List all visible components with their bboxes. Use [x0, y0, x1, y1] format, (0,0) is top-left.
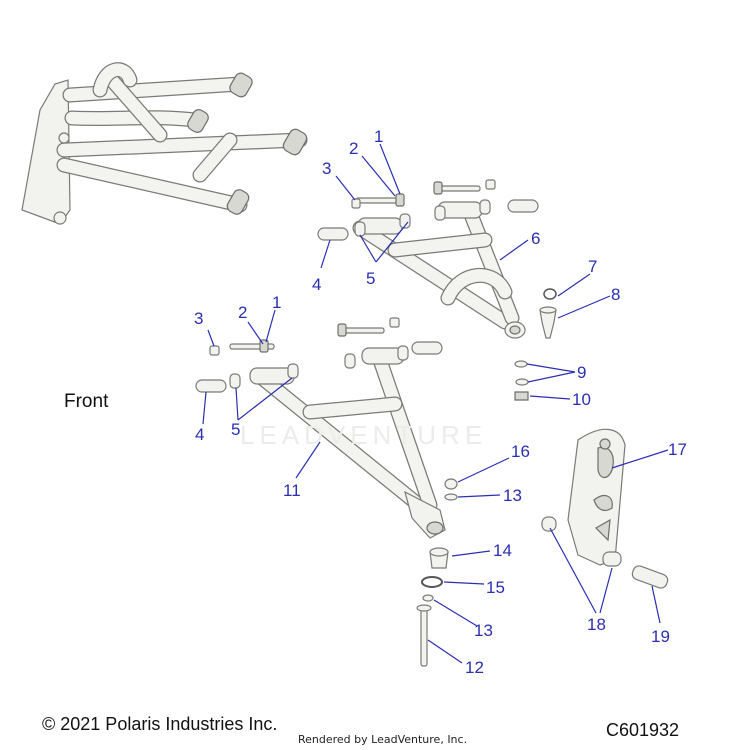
front-label: Front: [64, 391, 109, 412]
lower-a-arm: [195, 341, 446, 539]
frame-assembly: [21, 62, 308, 225]
bushings-and-pin: [541, 516, 669, 589]
callout-17: 17: [668, 440, 687, 459]
callout-12: 12: [465, 658, 484, 677]
diagram-code: C601932: [606, 720, 680, 740]
retaining-ring-and-ball-joint: [539, 288, 557, 339]
upper-arm-hardware: [351, 179, 496, 209]
callout-18: 18: [587, 615, 606, 634]
callout-labels: 1 2 3 4 5 6 7 8 9 10 1 2 3 4 5 11 12 13 …: [194, 127, 687, 677]
rendered-by-credit: Rendered by LeadVenture, Inc.: [298, 733, 468, 746]
callout-2-upper: 2: [349, 139, 358, 158]
callout-9: 9: [577, 363, 586, 382]
callout-4-upper: 4: [312, 275, 321, 294]
upper-a-arm: [317, 199, 539, 339]
callout-19: 19: [651, 627, 670, 646]
callout-16: 16: [511, 442, 530, 461]
callout-1-upper: 1: [374, 127, 383, 146]
callout-14: 14: [493, 541, 512, 560]
callout-3-upper: 3: [322, 159, 331, 178]
copyright-notice: © 2021 Polaris Industries Inc.: [42, 714, 278, 734]
washers-and-nut: [514, 360, 529, 401]
callout-10: 10: [572, 390, 591, 409]
callout-6: 6: [531, 229, 540, 248]
callout-7: 7: [588, 257, 597, 276]
mounting-bracket: [567, 428, 626, 566]
callout-1-lower: 1: [272, 293, 281, 312]
callout-8: 8: [611, 285, 620, 304]
callout-4-lower: 4: [195, 425, 204, 444]
callout-5-upper: 5: [366, 269, 375, 288]
watermark: LEADVENTURE: [240, 420, 488, 450]
ball-joint-assembly: [416, 478, 458, 667]
callout-11: 11: [283, 481, 301, 500]
callout-2-lower: 2: [238, 303, 247, 322]
leader-lines: [202, 143, 669, 664]
callout-15: 15: [486, 578, 505, 597]
callout-3-lower: 3: [194, 309, 203, 328]
callout-13-upper: 13: [503, 486, 522, 505]
callout-13-lower: 13: [474, 621, 493, 640]
callout-5-lower: 5: [231, 420, 240, 439]
